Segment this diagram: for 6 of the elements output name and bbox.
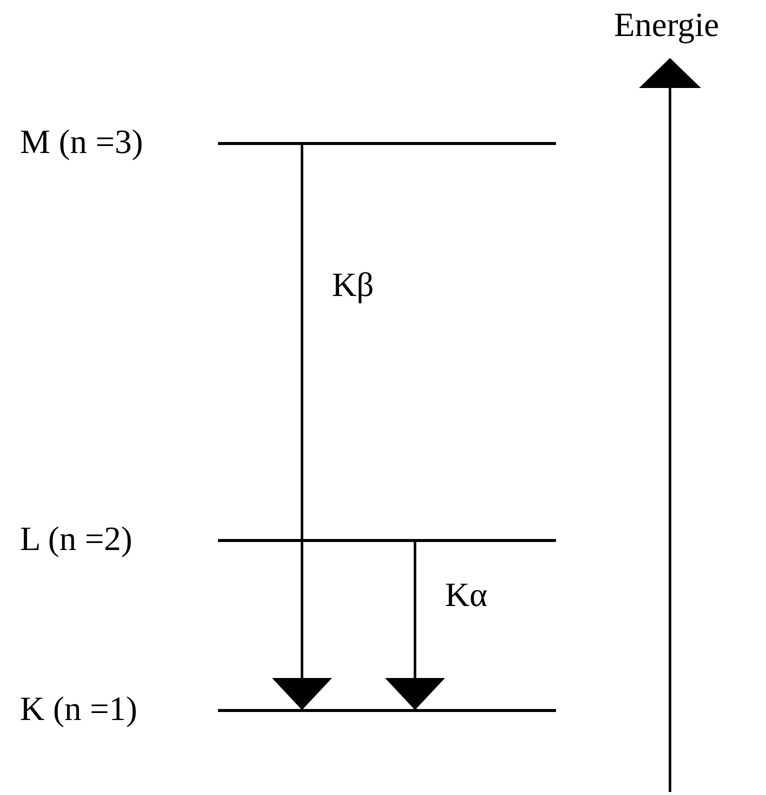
transition-arrow	[272, 144, 332, 710]
transition-arrow	[385, 542, 445, 710]
level-label: K (n =1)	[20, 692, 138, 728]
axis-label: Energie	[614, 8, 720, 44]
level-label: M (n =3)	[20, 125, 144, 161]
level-label: L (n =2)	[20, 522, 132, 558]
